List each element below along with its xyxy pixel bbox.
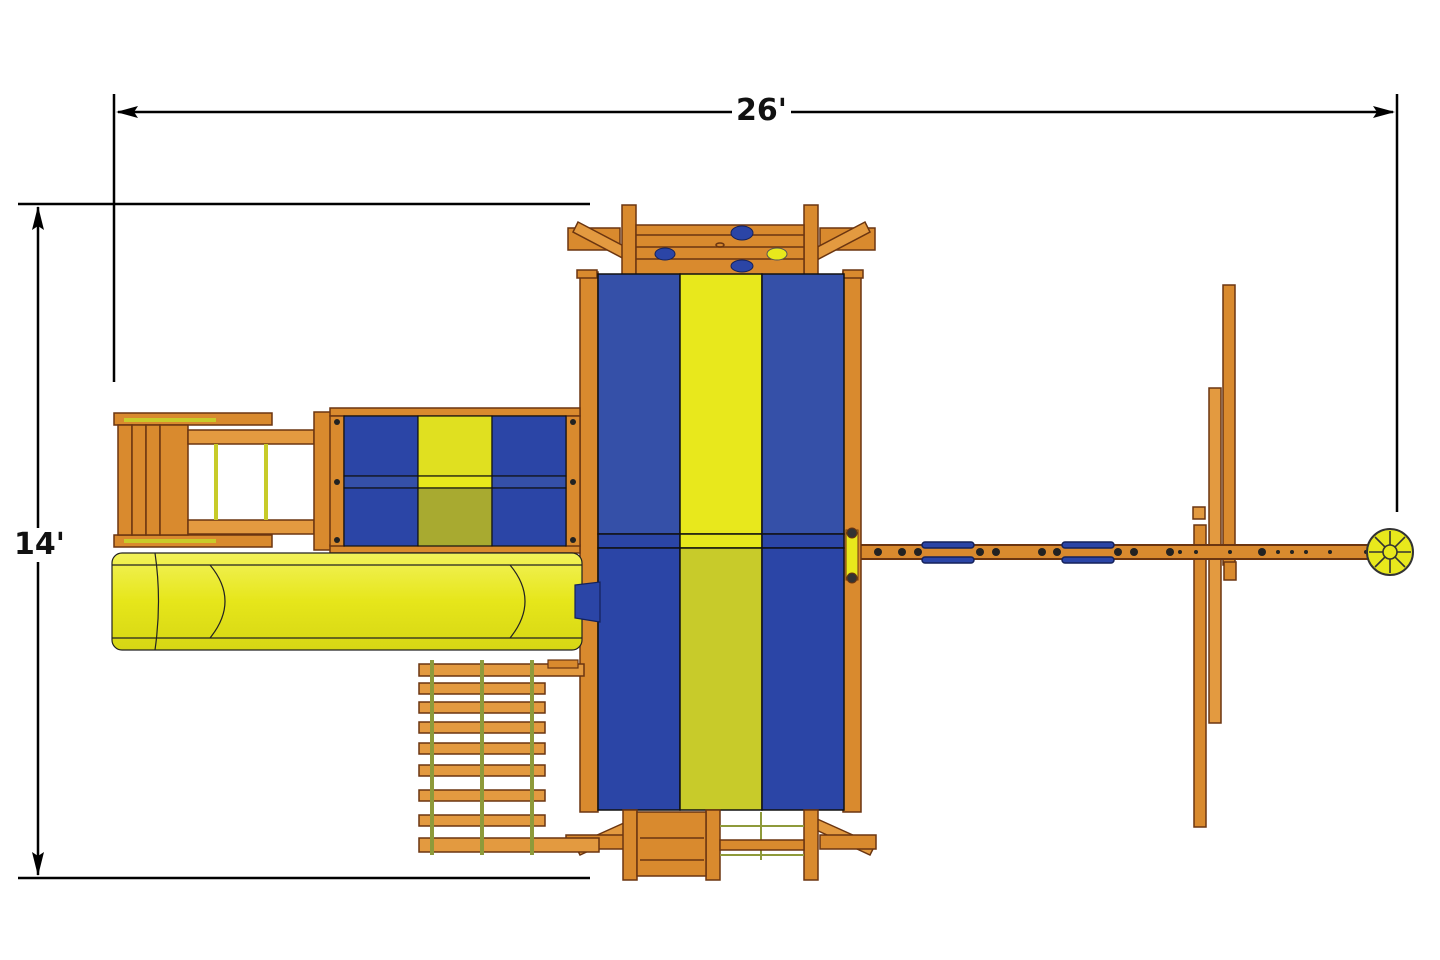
main-tower-canopy [597,273,845,811]
swing-seat-1 [921,541,975,564]
rock-wall [567,204,876,276]
tire-swing [1366,528,1414,576]
side-tower-bolts [334,419,576,543]
swing-seat-2 [1061,541,1115,564]
beam-joint-bolts [845,527,859,584]
arrow-right-icon [1373,106,1395,118]
climbing-holds [654,225,754,273]
slide-entrance [574,581,601,623]
width-dimension-label: 26' [732,96,791,126]
arrow-left-icon [116,106,138,118]
rope-bridge [720,812,804,860]
tube-slide [111,552,583,651]
height-dimension-label: 14' [14,527,65,562]
side-tower-rails [124,418,268,543]
rope-ladder [418,659,600,855]
side-tower-canopy [343,415,567,547]
arrow-up-icon [32,206,44,230]
entry-ladder [565,809,877,881]
arrow-down-icon [32,852,44,876]
